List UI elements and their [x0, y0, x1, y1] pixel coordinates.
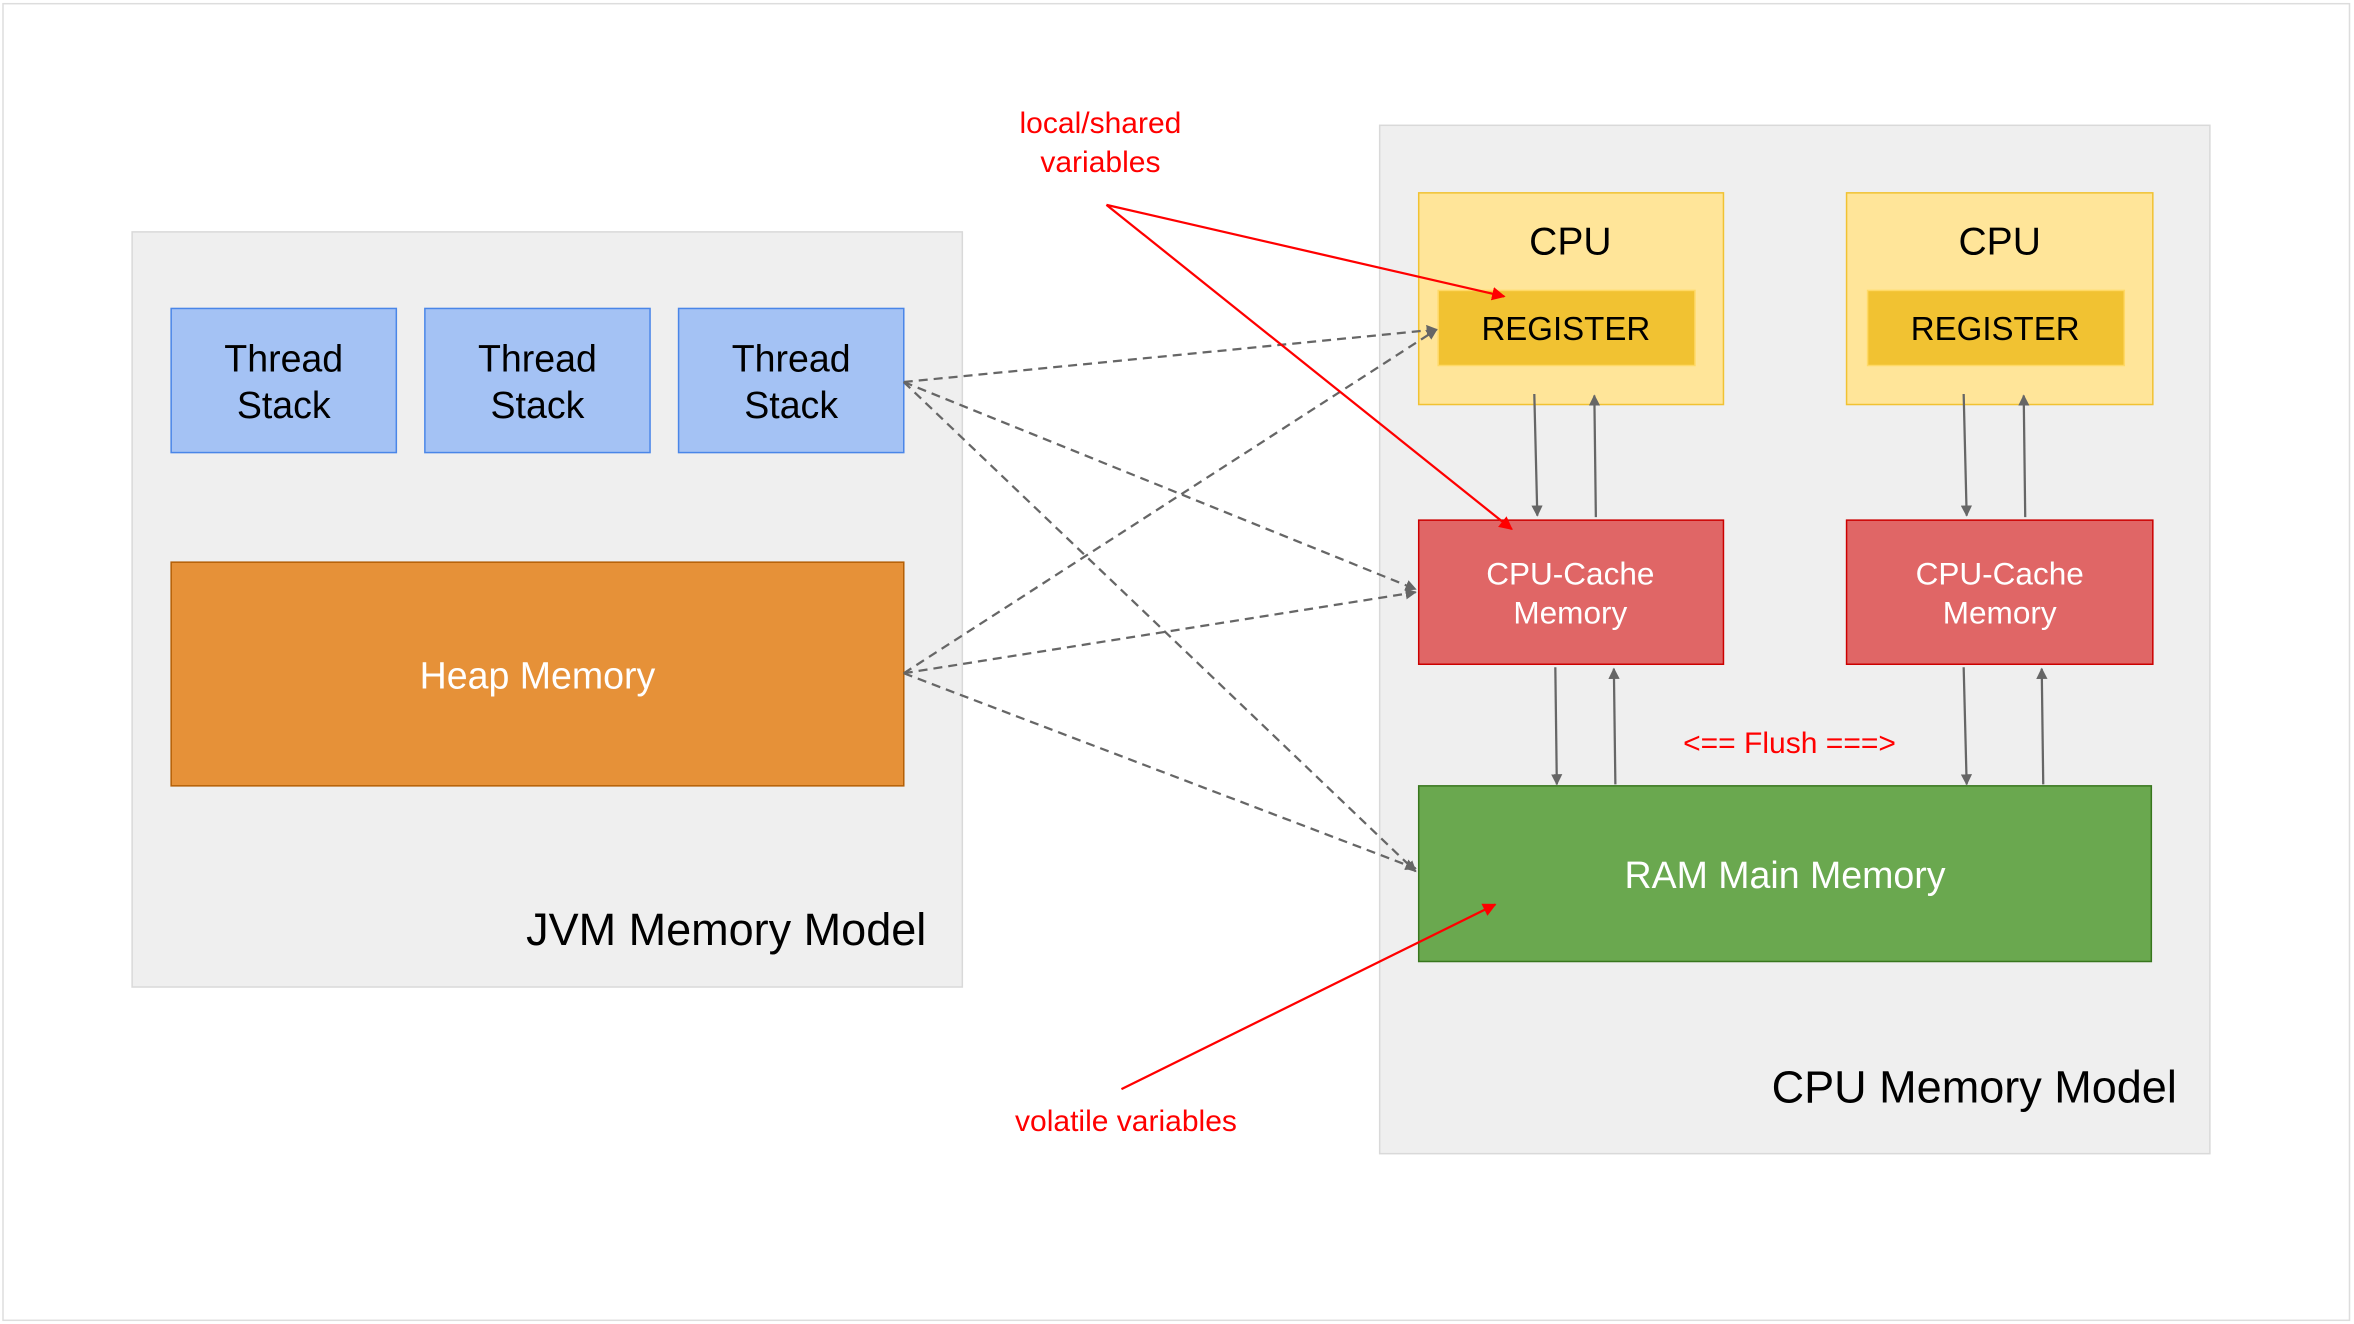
heap-memory: Heap Memory [170, 561, 905, 787]
local-shared-annotation: variables [1040, 146, 1160, 179]
thread-stack-label: Thread [224, 338, 343, 380]
cache-label: Memory [1513, 595, 1627, 631]
volatile-annotation: volatile variables [1015, 1105, 1237, 1138]
cache-label: CPU-Cache [1486, 556, 1654, 592]
cache-label: CPU-Cache [1916, 556, 2084, 592]
thread-stack-label: Thread [478, 338, 597, 380]
cpu-label: CPU [1959, 220, 2041, 263]
cpu-label: CPU [1529, 220, 1611, 263]
cpu-cache-memory: CPU-Cache Memory [1417, 519, 1725, 666]
local-shared-annotation: local/shared [1020, 107, 1182, 140]
cpu-cache-memory: CPU-Cache Memory [1845, 519, 2154, 666]
annotation-arrows [1105, 203, 1513, 1091]
ram-label: RAM Main Memory [1625, 854, 1946, 896]
jvm-to-cpu-mapping-arrows [902, 324, 1438, 873]
cache-label: Memory [1943, 595, 2057, 631]
cpu-block: CPU REGISTER [1845, 192, 2154, 406]
thread-stack: Thread Stack [677, 307, 905, 454]
jvm-panel-title: JVM Memory Model [526, 904, 926, 955]
thread-stack-label: Stack [491, 384, 585, 426]
thread-stack-label: Stack [744, 384, 838, 426]
cpu-block: CPU REGISTER [1417, 192, 1725, 406]
flush-label: <== Flush ===> [1683, 727, 1896, 760]
register-cache-arrows [1531, 393, 2048, 786]
ram-main-memory: RAM Main Memory [1417, 785, 2153, 963]
thread-stack: Thread Stack [170, 307, 398, 454]
thread-stack-label: Thread [732, 338, 851, 380]
register-label: REGISTER [1481, 310, 1650, 347]
cpu-memory-model-panel: CPU REGISTER CPU REGISTER CPU-Cache Memo… [1378, 124, 2211, 1155]
register-label: REGISTER [1911, 310, 2080, 347]
jvm-memory-model-panel: Thread Stack Thread Stack Thread Stack H… [131, 231, 964, 988]
cpu-panel-title: CPU Memory Model [1772, 1062, 2177, 1113]
heap-memory-label: Heap Memory [420, 654, 656, 696]
thread-stack: Thread Stack [424, 307, 651, 454]
thread-stack-label: Stack [237, 384, 331, 426]
